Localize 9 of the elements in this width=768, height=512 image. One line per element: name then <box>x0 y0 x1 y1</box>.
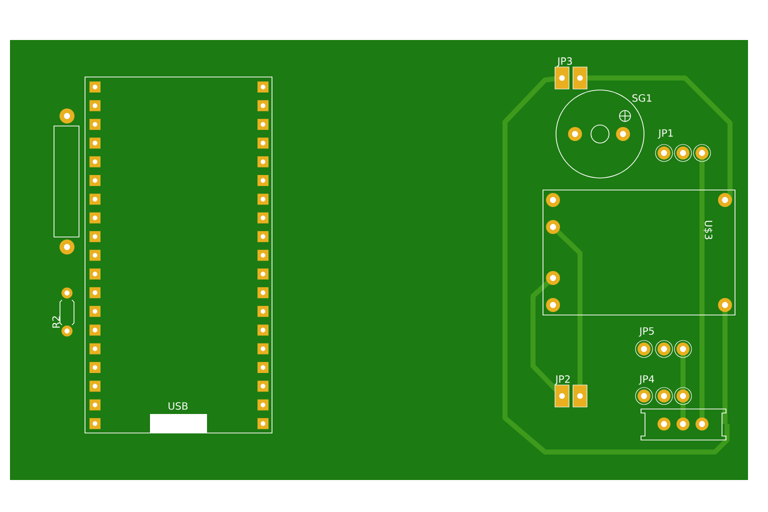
component-label: R2 <box>52 316 60 328</box>
component-label: SG1 <box>632 94 652 102</box>
component-label: JP4 <box>638 375 654 385</box>
component-label: JP3 <box>556 57 572 67</box>
component-label: U$3 <box>703 220 713 240</box>
component-label: JP2 <box>554 375 570 385</box>
component-label: JP5 <box>638 327 654 337</box>
component-label: JP1 <box>658 129 673 139</box>
component-label: USB <box>168 402 188 410</box>
